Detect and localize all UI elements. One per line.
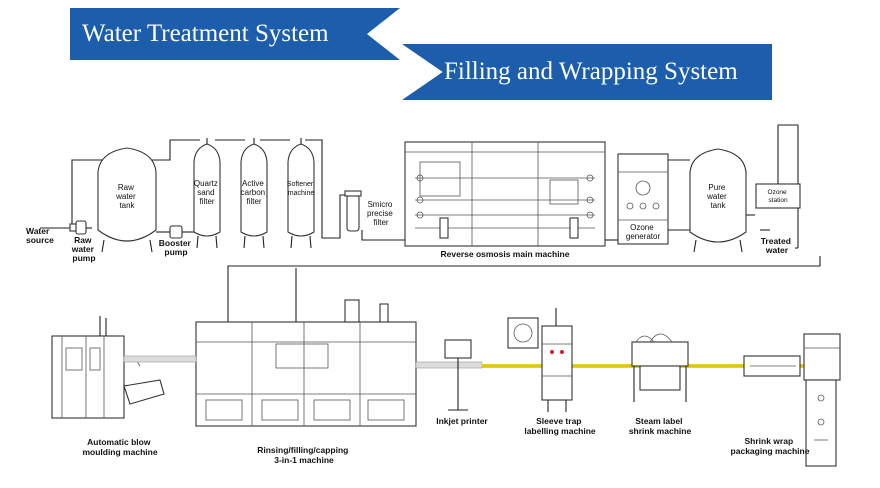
blow-moulding-machine (51, 316, 165, 419)
ozone-station (755, 183, 801, 209)
raw-water-pump (40, 220, 87, 235)
shrink-wrap-label: Shrink wrap packaging machine (731, 436, 810, 456)
sleeve-labelling-machine (507, 308, 573, 412)
filling-wrapping-banner: Filling and Wrapping System (402, 44, 772, 100)
quartz-sand-filter-label: Quartz sand filter (194, 179, 220, 206)
water-supply-line (227, 256, 821, 330)
pure-water-tank-label: Pure water tank (706, 183, 729, 210)
booster-pump-label: Booster pump (159, 238, 194, 257)
reverse-osmosis-machine (404, 141, 606, 247)
micro-precise-filter (344, 190, 362, 232)
raw-water-pump-label: Raw water pump (71, 235, 97, 263)
ozone-generator (617, 153, 669, 245)
active-carbon-filter (240, 138, 268, 249)
filling-wrapping-title: Filling and Wrapping System (444, 58, 738, 85)
ozone-generator-label: Ozone generator (626, 223, 661, 241)
ozone-station-label: Ozone station (768, 189, 789, 204)
quartz-sand-filter (193, 138, 221, 249)
booster-pump (156, 225, 196, 239)
water-treatment-banner: Water Treatment System (70, 8, 400, 60)
softener-machine (287, 138, 315, 249)
active-carbon-filter-label: Active carbon filter (241, 179, 268, 206)
inkjet-printer-label: Inkjet printer (436, 416, 488, 426)
raw-water-tank-label: Raw water tank (115, 183, 138, 210)
steam-shrink-machine (631, 333, 689, 402)
sleeve-labelling-label: Sleeve trap labelling machine (524, 416, 596, 436)
filling-machine (195, 299, 417, 427)
raw-water-tank (97, 147, 157, 253)
inkjet-printer (444, 339, 472, 411)
treated-water-label: Treated water (761, 236, 794, 255)
shrink-wrap-machine (743, 333, 841, 467)
water-source-label: Water source (26, 226, 54, 245)
reverse-osmosis-label: Reverse osmosis main machine (441, 249, 570, 259)
blow-moulding-label: Automatic blow moulding machine (82, 437, 157, 457)
filling-machine-label: Rinsing/filling/capping 3-in-1 machine (257, 445, 351, 465)
softener-machine-label: Softener machine (287, 181, 315, 197)
water-treatment-title: Water Treatment System (82, 20, 329, 47)
steam-shrink-label: Steam label shrink machine (629, 416, 692, 436)
pure-water-tank (689, 148, 747, 253)
micro-precise-filter-label: Smicro precise filter (367, 200, 395, 227)
